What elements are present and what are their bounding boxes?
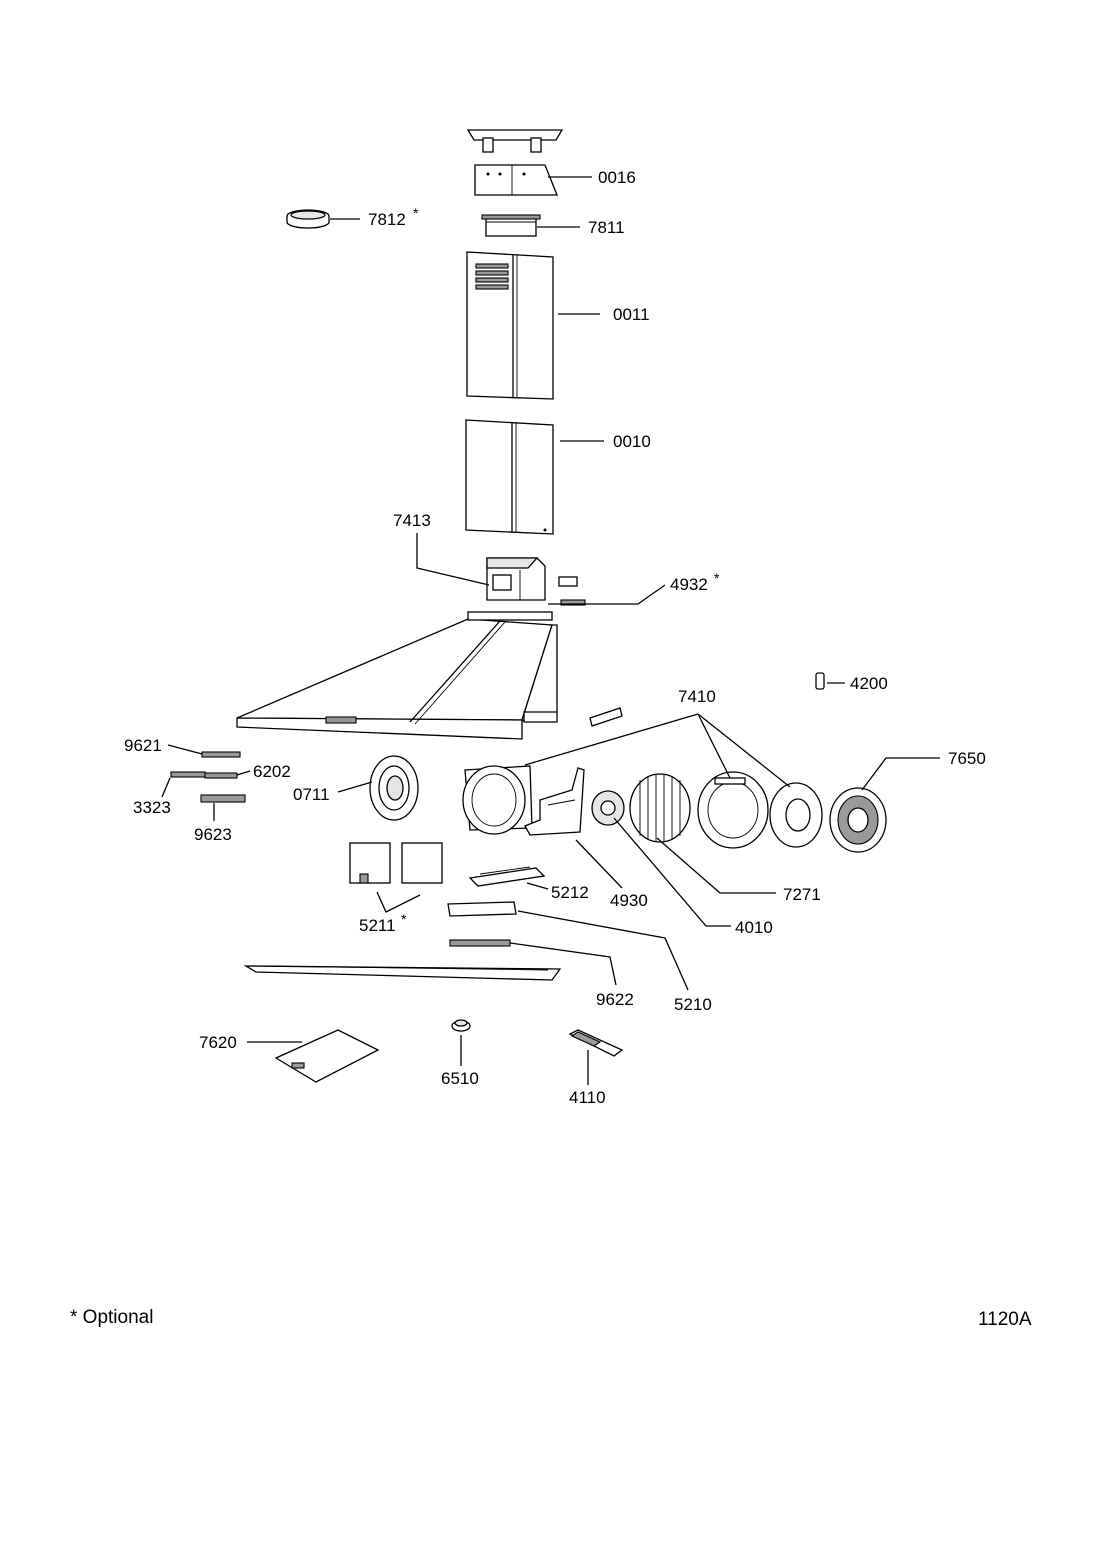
part-7410-ring	[769, 782, 823, 848]
drawing-code: 1120A	[978, 1309, 1032, 1330]
hood-side-bracket	[589, 707, 623, 727]
label-5212: 5212	[551, 883, 589, 902]
label-4010: 4010	[735, 918, 773, 937]
part-4932-shape	[558, 576, 586, 606]
part-5210-shape	[447, 901, 517, 917]
label-7413: 7413	[393, 511, 431, 530]
top-mounting-bracket	[466, 129, 564, 153]
part-9623-shape	[200, 794, 246, 803]
bottom-plate	[243, 965, 562, 981]
hood-canopy	[236, 611, 558, 740]
part-9622-shape	[449, 939, 511, 947]
part-9621-shape	[201, 751, 241, 758]
label-4932-asterisk: *	[714, 570, 720, 586]
label-7812-asterisk: *	[413, 205, 419, 221]
label-4200: 4200	[850, 674, 888, 693]
part-4200-shape	[815, 672, 825, 690]
part-7413-shape	[486, 557, 546, 601]
label-4110: 4110	[569, 1088, 606, 1107]
part-7410-housing-left	[462, 765, 533, 835]
leader-lines	[161, 176, 940, 1085]
part-6202-3323-shape	[170, 771, 238, 779]
part-5212-shape	[468, 866, 546, 887]
part-5211-shape	[349, 842, 443, 884]
label-5210: 5210	[674, 995, 712, 1014]
label-3323: 3323	[133, 798, 171, 817]
part-0711-shape	[369, 755, 419, 821]
label-0010: 0010	[613, 432, 651, 451]
part-4110-shape	[568, 1029, 624, 1057]
label-9623: 9623	[194, 825, 232, 844]
part-0011-shape	[466, 251, 554, 400]
label-9622: 9622	[596, 990, 634, 1009]
label-5211-asterisk: *	[401, 911, 407, 927]
part-7811-shape	[481, 214, 541, 237]
part-6510-shape	[451, 1019, 471, 1032]
label-7811: 7811	[588, 218, 625, 237]
label-6510: 6510	[441, 1069, 479, 1088]
part-7650-shape	[829, 787, 887, 853]
label-9621: 9621	[124, 736, 162, 755]
label-4930: 4930	[610, 891, 648, 910]
label-7410: 7410	[678, 687, 716, 706]
part-7271-shape	[629, 773, 691, 843]
label-0016: 0016	[598, 168, 636, 187]
part-4010-shape	[591, 790, 625, 826]
part-4930-shape	[524, 767, 585, 836]
label-7650: 7650	[948, 749, 986, 768]
optional-footnote: * Optional	[70, 1307, 154, 1328]
part-7620-shape	[274, 1029, 380, 1083]
label-4932: 4932	[670, 575, 708, 594]
label-7620: 7620	[199, 1033, 237, 1052]
label-6202: 6202	[253, 762, 291, 781]
label-0711: 0711	[293, 785, 330, 804]
part-0010-shape	[465, 419, 554, 535]
label-5211: 5211	[359, 916, 396, 935]
label-7812: 7812	[368, 210, 406, 229]
part-7410-housing-right	[697, 771, 769, 849]
label-0011: 0011	[613, 305, 650, 324]
part-labels: 0016 7812 * 7811 0011 0010 7413 4932 * 4…	[124, 168, 986, 1107]
part-7812-shape	[286, 209, 330, 229]
label-7271: 7271	[783, 885, 821, 904]
part-0016-shape	[474, 164, 558, 196]
